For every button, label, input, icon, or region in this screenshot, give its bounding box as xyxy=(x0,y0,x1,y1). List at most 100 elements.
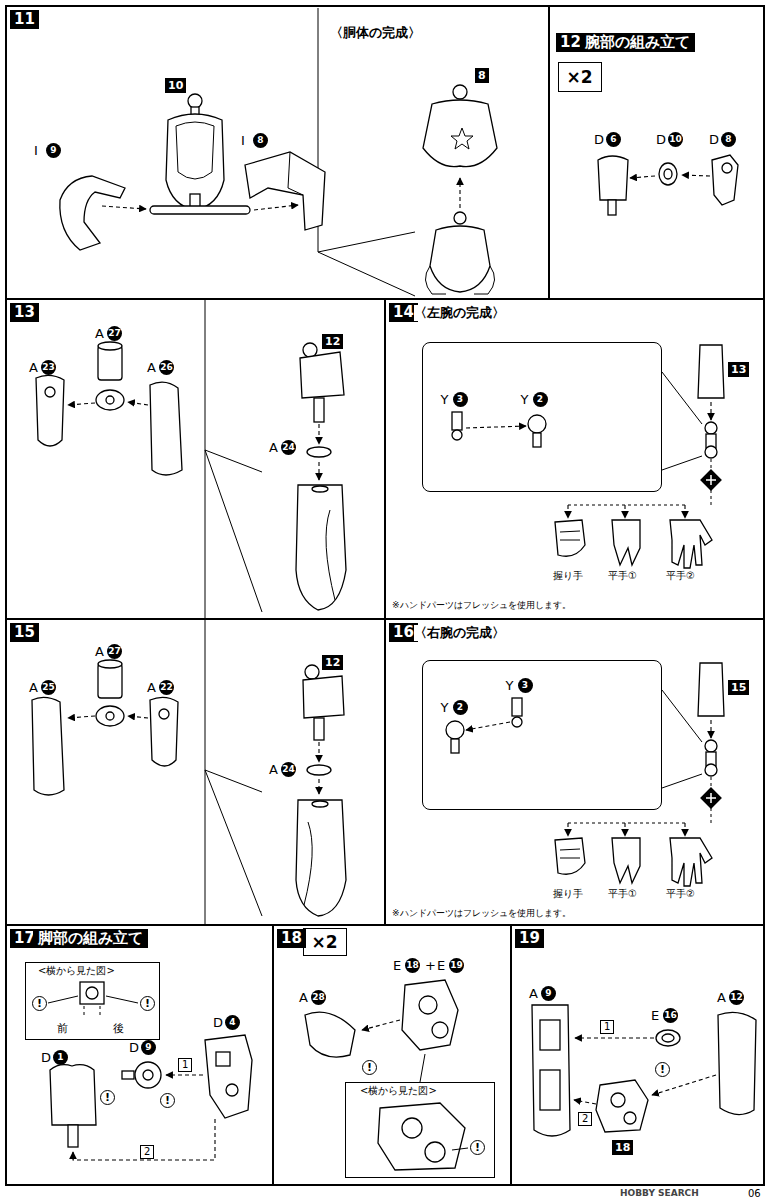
left-arm-parts xyxy=(36,375,64,446)
torso-parts xyxy=(454,212,466,224)
runner-letter: A xyxy=(298,990,309,1005)
right-arm-parts xyxy=(296,800,346,916)
runner-letter: E xyxy=(392,958,402,973)
runner-letter: A xyxy=(28,360,39,375)
left-arm-parts xyxy=(68,403,95,405)
leg-cover-parts xyxy=(305,980,468,1170)
torso-parts xyxy=(102,206,146,209)
hand-options xyxy=(568,490,711,505)
hand-options xyxy=(560,531,580,540)
runner-letter: D xyxy=(40,1050,52,1065)
left-arm-parts xyxy=(303,343,317,357)
subassembly-number: 10 xyxy=(165,78,186,93)
leg-cover-parts xyxy=(362,1020,400,1030)
runner-letter: A xyxy=(94,326,105,341)
step-title: 脚部の組み立て xyxy=(33,929,148,948)
right-arm-completion xyxy=(451,739,459,753)
arm-joint-parts xyxy=(664,169,672,179)
part-number: 3 xyxy=(518,678,533,693)
leg-parts xyxy=(205,1035,252,1118)
subassembly-number: 12 xyxy=(322,334,343,349)
hand-options xyxy=(710,720,711,738)
leg-parts xyxy=(73,1119,215,1160)
lower-leg-parts xyxy=(662,1034,674,1042)
quantity-box: ×2 xyxy=(303,928,347,956)
part-number: 16 xyxy=(663,1008,678,1023)
right-arm-completion xyxy=(446,690,702,788)
torso-parts xyxy=(188,94,202,108)
caution-mark: ! xyxy=(362,1060,377,1075)
runner-letter: Y xyxy=(440,700,450,715)
right-arm-parts xyxy=(68,716,95,718)
left-arm-completion xyxy=(662,372,702,424)
leg-parts xyxy=(50,1065,96,1125)
part-number: 1 xyxy=(53,1050,68,1065)
leg-cover-parts xyxy=(402,1118,422,1138)
right-arm-completion xyxy=(446,721,464,739)
step-panel: Y3Y216〈右腕の完成〉 xyxy=(384,618,765,926)
runner-letter: Y xyxy=(440,392,450,407)
part-number: 9 xyxy=(541,986,556,1001)
runner-letter: A xyxy=(146,680,157,695)
caution-mark: ! xyxy=(32,996,47,1011)
arm-joint-parts xyxy=(659,163,677,185)
left-arm-parts xyxy=(45,387,55,397)
caution-mark: ! xyxy=(470,1140,485,1155)
arm-joint-parts xyxy=(722,163,732,173)
hand-name: 平手② xyxy=(666,570,695,582)
section-title: 〈胴体の完成〉 xyxy=(330,25,421,41)
part-number: 27 xyxy=(107,644,122,659)
runner-letter: I xyxy=(240,133,246,148)
part-number: 25 xyxy=(41,680,56,695)
hand-options xyxy=(568,808,711,823)
step-title: 腕部の組み立て xyxy=(580,33,695,52)
part-number: 18 xyxy=(405,958,420,973)
section-title: 〈左腕の完成〉 xyxy=(414,305,505,321)
right-arm-parts xyxy=(159,709,169,719)
torso-parts xyxy=(254,205,298,210)
right-arm-parts xyxy=(96,706,124,726)
left-arm-parts xyxy=(36,300,346,618)
runner-letter: D xyxy=(655,132,667,147)
hand-options xyxy=(624,505,625,518)
left-arm-parts xyxy=(326,510,335,600)
runner-letter: D xyxy=(708,132,720,147)
part-number: 22 xyxy=(159,680,174,695)
leg-parts xyxy=(80,982,104,1004)
right-arm-parts xyxy=(304,822,312,905)
lower-leg-parts xyxy=(540,1020,560,1050)
arm-joint-parts xyxy=(712,155,738,205)
view-title: <横から見た図> xyxy=(360,1085,437,1097)
lower-leg-parts xyxy=(656,1030,680,1046)
right-arm-parts xyxy=(205,770,262,916)
leg-parts xyxy=(135,1062,161,1088)
torso-parts xyxy=(451,128,473,149)
runner-letter: A xyxy=(146,360,157,375)
left-arm-completion xyxy=(452,372,702,470)
right-arm-parts xyxy=(314,718,324,740)
part-number: 8 xyxy=(253,133,268,148)
leg-parts xyxy=(48,996,78,1003)
arm-joint-parts xyxy=(598,156,628,200)
hand-name: 平手② xyxy=(666,888,695,900)
order-number: 2 xyxy=(578,1112,592,1126)
subassembly-number: 18 xyxy=(612,1140,633,1155)
hand-options xyxy=(711,777,712,788)
hand-options xyxy=(706,475,716,485)
runner-letter: A xyxy=(716,990,727,1005)
detail-box: Y3Y2 xyxy=(422,660,662,810)
hand-options xyxy=(711,459,712,470)
hand-options xyxy=(624,823,625,836)
quantity-box: ×2 xyxy=(558,62,602,92)
left-arm-parts xyxy=(205,450,262,472)
hand-options xyxy=(684,823,685,836)
runner-letter: A xyxy=(28,680,39,695)
leg-parts xyxy=(84,1006,100,1018)
direction-label: 前 xyxy=(57,1022,68,1035)
left-arm-parts xyxy=(98,346,122,380)
caution-mark: ! xyxy=(655,1062,670,1077)
leg-parts xyxy=(48,982,252,1160)
watermark: HOBBY SEARCH xyxy=(620,1188,699,1199)
leg-parts xyxy=(106,996,138,1003)
leg-cover-parts xyxy=(378,1103,465,1170)
